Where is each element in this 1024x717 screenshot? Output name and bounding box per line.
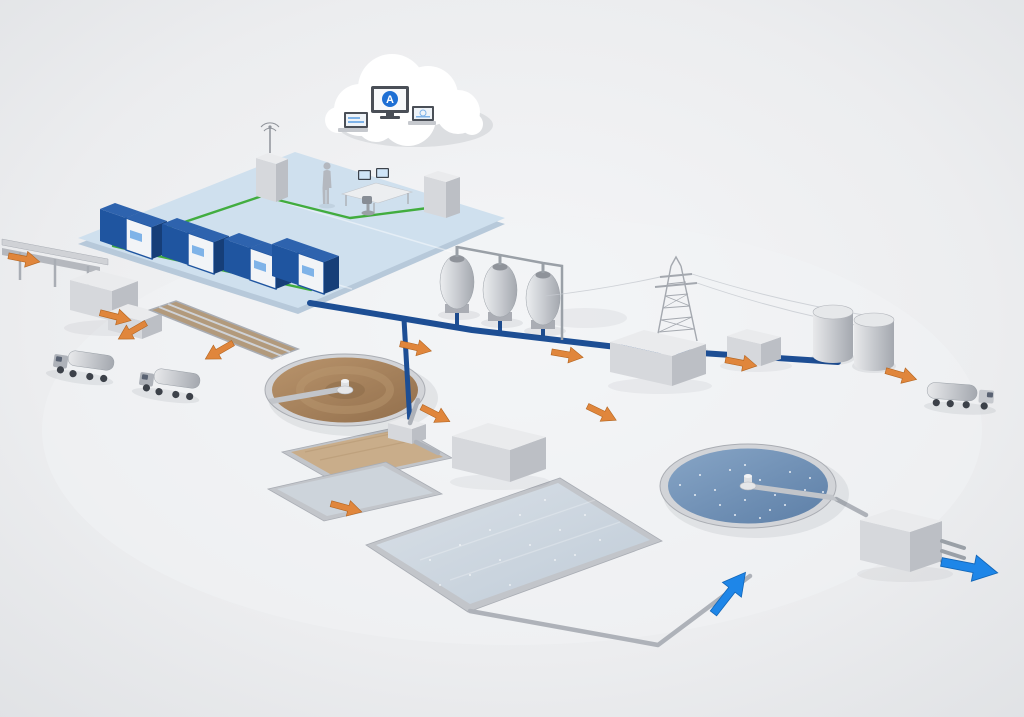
control-cabinet — [297, 246, 340, 295]
chair-post — [366, 203, 370, 213]
chair-back — [362, 196, 372, 204]
outlet-building — [857, 509, 966, 582]
clarifier-hub — [341, 381, 349, 390]
digester-gas-header — [456, 245, 564, 340]
effluent-pipe — [833, 496, 869, 518]
server-cabinet — [424, 171, 460, 218]
basin-sparkles — [429, 499, 601, 586]
control-cabinet — [187, 226, 230, 275]
clarifier-bridge — [268, 386, 347, 404]
clarifier-hub — [744, 476, 752, 486]
pump-feed-pipe — [401, 316, 413, 427]
clarifier-bubbles — [679, 464, 824, 519]
primary-clarifier — [264, 353, 438, 436]
basin-water-pale — [277, 466, 433, 516]
storage-tank — [810, 304, 856, 366]
radio-signal-icon — [260, 122, 280, 132]
monitor-screen — [359, 171, 370, 179]
operator-figure — [319, 162, 335, 209]
logo-circle — [382, 91, 398, 107]
process-building — [450, 423, 550, 490]
logo-letter: A — [386, 94, 394, 106]
scada-workstation-desk — [340, 168, 414, 216]
storage-tank — [851, 312, 897, 374]
grit-channel-dividers — [158, 303, 291, 357]
basin-water-blue — [376, 483, 650, 604]
remote-monitoring-screens: A — [338, 86, 436, 132]
antenna-tip — [268, 125, 272, 129]
control-cabinet — [125, 211, 168, 260]
pump-discharge-pipe — [413, 439, 441, 456]
blower-building — [608, 330, 712, 394]
clarifier-bridge — [746, 483, 838, 501]
radio-telemetry-cabinet — [256, 122, 288, 202]
monitor-screen — [377, 169, 388, 177]
digesters — [437, 245, 627, 340]
cloud-computing: A — [325, 54, 493, 147]
clarifier-outlet-pipe — [407, 397, 421, 426]
secondary-clarifier — [659, 443, 849, 538]
pump-station — [388, 418, 426, 444]
